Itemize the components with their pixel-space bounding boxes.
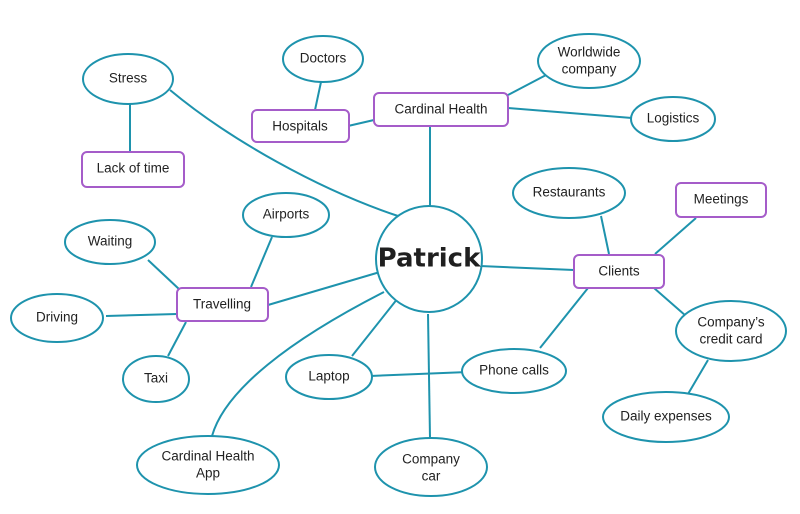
node-phone-calls[interactable]: Phone calls — [461, 348, 567, 394]
node-travelling[interactable]: Travelling — [176, 287, 269, 322]
node-lack-of-time-label: Lack of time — [97, 161, 170, 176]
node-taxi[interactable]: Taxi — [122, 355, 190, 403]
edge-clients-creditcard — [653, 287, 687, 317]
node-company-car-label-2: car — [422, 469, 441, 484]
node-worldwide-label-2: company — [562, 62, 617, 77]
node-company-car-label-1: Company — [402, 452, 460, 467]
connections — [105, 73, 709, 439]
node-company-credit-card[interactable]: Company’s credit card — [675, 300, 787, 362]
node-creditcard-label-1: Company’s — [697, 315, 765, 330]
edge-hospitals-doctors — [314, 81, 322, 111]
edge-clients-phonecalls — [539, 287, 589, 349]
node-daily-expenses-label: Daily expenses — [620, 409, 712, 424]
edge-cardinal-worldwide — [507, 73, 549, 96]
edge-creditcard-daily — [687, 359, 709, 395]
center-label: Patrick — [378, 244, 481, 274]
node-clients-label: Clients — [598, 264, 640, 279]
node-cardinal-health-app[interactable]: Cardinal Health App — [136, 435, 280, 495]
node-driving-label: Driving — [36, 310, 78, 325]
node-restaurants[interactable]: Restaurants — [512, 167, 626, 219]
edge-travelling-waiting — [147, 259, 181, 291]
node-doctors[interactable]: Doctors — [282, 35, 364, 83]
node-stress-label: Stress — [109, 71, 148, 86]
node-cardinal-health-label: Cardinal Health — [394, 102, 487, 117]
node-app-label-1: Cardinal Health — [161, 449, 254, 464]
node-company-car[interactable]: Company car — [374, 437, 488, 497]
node-restaurants-label: Restaurants — [533, 185, 606, 200]
edge-center-laptop — [351, 297, 399, 357]
edge-travelling-taxi — [167, 321, 187, 357]
node-stress[interactable]: Stress — [82, 53, 174, 105]
node-airports-label: Airports — [263, 207, 310, 222]
node-app-label-2: App — [196, 466, 220, 481]
node-meetings-label: Meetings — [694, 192, 749, 207]
edge-cardinal-hospitals — [347, 119, 375, 127]
edge-cardinal-logistics — [507, 107, 633, 119]
edge-center-app — [211, 291, 385, 437]
node-daily-expenses[interactable]: Daily expenses — [602, 391, 730, 443]
edge-clients-meetings — [654, 217, 697, 255]
node-laptop[interactable]: Laptop — [285, 354, 373, 400]
node-worldwide-company[interactable]: Worldwide company — [537, 33, 641, 89]
edge-center-stress — [169, 89, 399, 217]
node-logistics-label: Logistics — [647, 111, 700, 126]
edge-travelling-airports — [250, 236, 273, 288]
node-logistics[interactable]: Logistics — [630, 96, 716, 142]
node-clients[interactable]: Clients — [573, 254, 665, 289]
node-hospitals[interactable]: Hospitals — [251, 109, 350, 143]
edge-center-companycar — [427, 313, 431, 439]
edge-center-clients — [479, 265, 575, 271]
node-lack-of-time[interactable]: Lack of time — [81, 151, 185, 188]
node-meetings[interactable]: Meetings — [675, 182, 767, 218]
node-hospitals-label: Hospitals — [272, 119, 328, 134]
node-waiting-label: Waiting — [88, 234, 133, 249]
edge-clients-restaurants — [600, 215, 610, 255]
edge-center-travelling — [267, 271, 381, 306]
node-doctors-label: Doctors — [300, 51, 347, 66]
node-airports[interactable]: Airports — [242, 192, 330, 238]
node-travelling-label: Travelling — [193, 297, 251, 312]
node-phone-calls-label: Phone calls — [479, 363, 549, 378]
node-waiting[interactable]: Waiting — [64, 219, 156, 265]
node-laptop-label: Laptop — [308, 369, 349, 384]
edge-travelling-driving — [105, 313, 178, 317]
node-worldwide-label-1: Worldwide — [558, 45, 621, 60]
node-taxi-label: Taxi — [144, 371, 168, 386]
node-driving[interactable]: Driving — [10, 293, 104, 343]
node-creditcard-label-2: credit card — [699, 332, 762, 347]
edge-laptop-phonecalls — [369, 371, 469, 377]
node-cardinal-health[interactable]: Cardinal Health — [373, 92, 509, 127]
center-node[interactable]: Patrick — [375, 205, 483, 313]
